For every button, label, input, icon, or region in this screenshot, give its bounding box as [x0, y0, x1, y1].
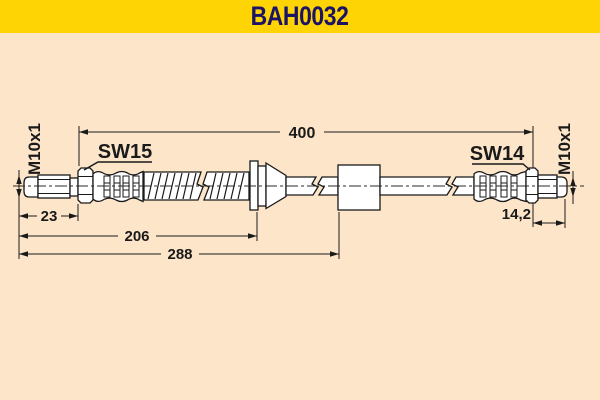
left-fitting-neck	[69, 177, 79, 197]
wrench-left-label: SW15	[98, 141, 152, 163]
thread-left-label: M10x1	[25, 123, 44, 175]
part-number-title: BAH0032	[251, 1, 349, 31]
left-diameter-arrow-down	[16, 189, 22, 198]
left-thread-lines	[38, 179, 70, 194]
left-diameter-arrow-up	[16, 175, 22, 184]
dim-text-gaps	[37, 124, 324, 261]
right-thread-lines	[538, 179, 557, 194]
sw14-leader	[472, 163, 531, 171]
right-hex-nut-flats	[526, 176, 538, 195]
dim-thread-to-grommet-label: 206	[124, 228, 149, 245]
spring-segment-left	[143, 171, 204, 201]
dim-thread-to-block-label: 288	[167, 246, 192, 263]
right-fitting-tip	[556, 176, 568, 198]
wrench-right-label: SW14	[470, 143, 525, 165]
left-hex-nut-flats	[78, 176, 93, 195]
header-bar: BAH0032	[0, 0, 600, 33]
dim-left-fitting-label: 23	[41, 208, 58, 225]
dim-overall-label: 400	[289, 125, 316, 142]
sw15-leader	[83, 161, 152, 171]
dim-right-fitting-label: 14,2	[502, 206, 531, 223]
left-fitting-tip	[23, 176, 39, 198]
mounting-block	[337, 164, 381, 211]
thread-right-label: M10x1	[555, 123, 574, 175]
